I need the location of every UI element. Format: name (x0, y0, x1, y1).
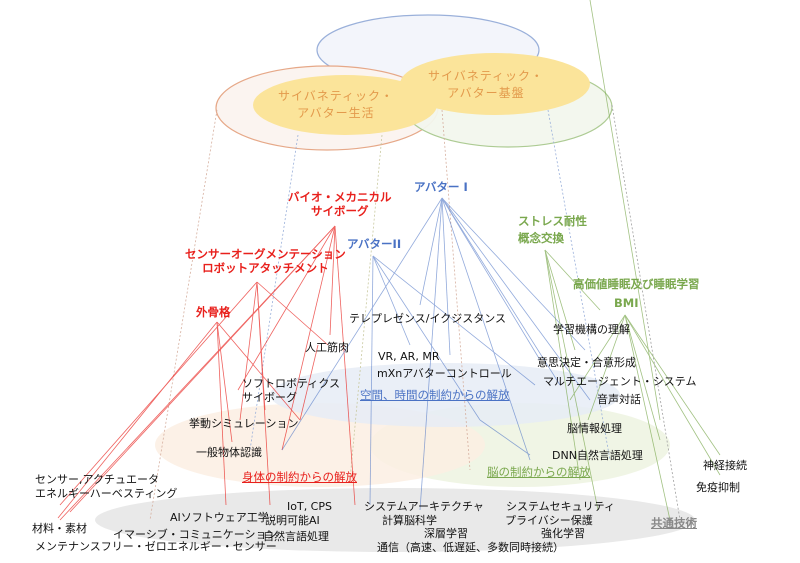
hub-stress: ストレス耐性 概念交換 (518, 214, 587, 245)
common-maintenance-free: メンテナンスフリー・ゼロエネルギー・センサー (35, 540, 277, 553)
common-deep-learning: 深層学習 (424, 527, 468, 540)
item-vr: VR, AR, MR (378, 350, 440, 363)
item-soft-robotics: ソフトロボティクス サイボーグ (242, 377, 341, 404)
hub-avatar-1: アバター I (414, 180, 468, 194)
item-multi-agent: マルチエージェント・システム (543, 375, 697, 388)
hub-bio-cyborg: バイオ・メカニカル サイボーグ (288, 190, 392, 218)
common-iot: IoT, CPS (287, 500, 332, 513)
item-telepresence: テレプレゼンス/イクジスタンス (349, 312, 507, 325)
item-immune: 免疫抑制 (696, 481, 740, 494)
item-brain-info: 脳情報処理 (567, 422, 622, 435)
base-core (400, 53, 590, 115)
common-xai: 説明可能AI (265, 514, 320, 527)
item-artificial-muscle: 人工筋肉 (305, 341, 349, 354)
common-tech-ellipse (95, 488, 695, 552)
common-comm: 通信（高速、低遅延、多数同時接続） (377, 541, 564, 554)
item-object-recog: 一般物体認識 (196, 446, 262, 459)
item-neural: 神経接続 (703, 459, 747, 472)
item-dnn-nlp: DNN自然言語処理 (552, 449, 643, 462)
item-behavior-sim: 挙動シミュレーション (189, 417, 299, 430)
common-rl: 強化学習 (541, 527, 585, 540)
space-time-ellipse (270, 363, 620, 427)
item-decision: 意思決定・合意形成 (537, 356, 636, 369)
life-label: サイバネティック・ アバター生活 (278, 89, 394, 120)
hub-sleep: 高価値睡眠及び睡眠学習 (573, 277, 700, 291)
item-learning-mech: 学習機構の理解 (553, 323, 630, 336)
hub-exoskeleton: 外骨格 (196, 305, 231, 319)
item-mxn: mXnアバターコントロール (377, 367, 512, 380)
domain-body: 身体の制約からの解放 (242, 470, 357, 484)
common-nlp: 自然言語処理 (263, 530, 329, 543)
hub-avatar-2: アバターII (347, 237, 402, 251)
item-voice: 音声対話 (597, 393, 641, 406)
domain-space-time: 空間、時間の制約からの解放 (360, 388, 510, 402)
common-materials: 材料・素材 (32, 522, 87, 535)
common-sys-security: システムセキュリティ (506, 500, 616, 513)
hub-bmi: BMI (614, 296, 639, 310)
common-privacy: プライバシー保護 (505, 514, 593, 527)
item-sensor-actuator: センサー,アクチュエータ エネルギーハーベスティング (35, 473, 178, 500)
life-core (253, 75, 437, 135)
common-sys-arch: システムアーキテクチャ (364, 500, 484, 513)
base-label: サイバネティック・ アバター基盤 (428, 69, 544, 100)
hub-sensor-augmentation: センサーオーグメンテーション ロボットアタッチメント (185, 247, 346, 275)
domain-common: 共通技術 (651, 516, 697, 530)
domain-brain: 脳の制約からの解放 (487, 465, 591, 479)
common-comp-neuro: 計算脳科学 (382, 514, 437, 527)
common-immersive: イマーシブ・コミュニケーション (113, 528, 278, 541)
common-ai-software: AIソフトウェア工学 (170, 511, 269, 524)
